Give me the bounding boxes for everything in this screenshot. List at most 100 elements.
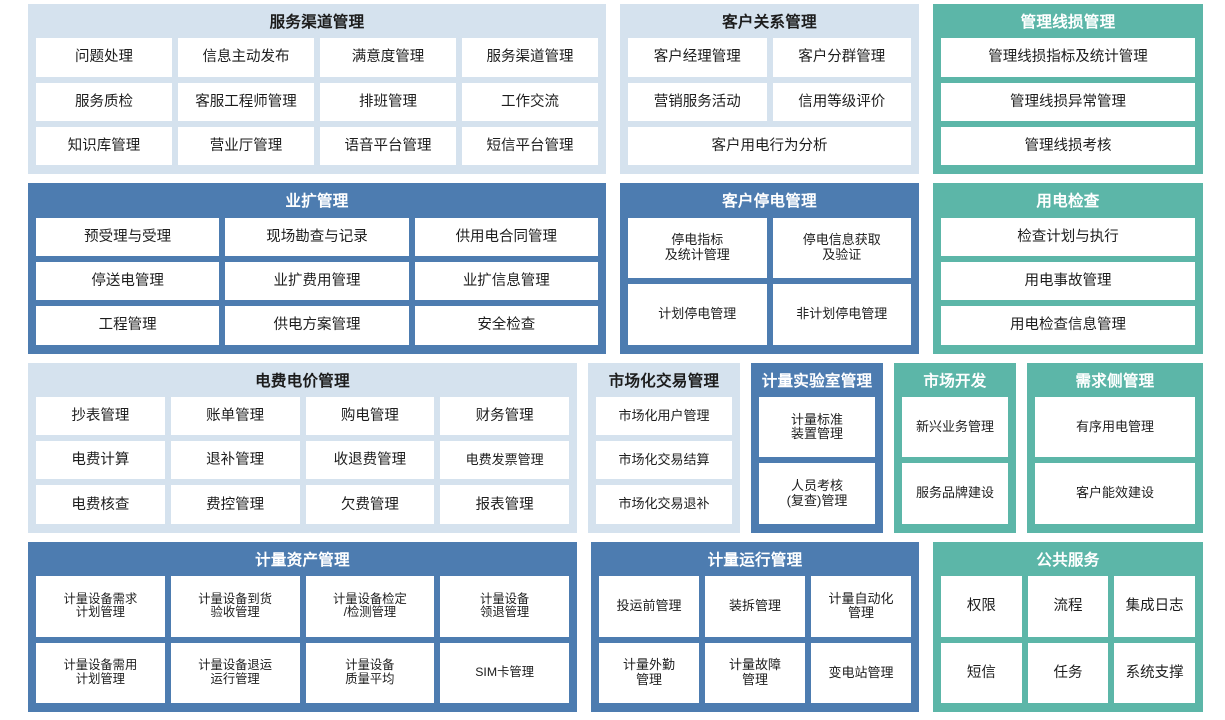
module-cell[interactable]: 有序用电管理 xyxy=(1035,396,1195,458)
panel-market-trading[interactable]: 市场化交易管理 市场化用户管理 市场化交易结算 市场化交易退补 xyxy=(588,362,740,533)
module-cell[interactable]: 用电检查信息管理 xyxy=(941,306,1195,345)
grid-row: 权限 流程 集成日志 xyxy=(941,576,1196,637)
module-cell[interactable]: 客服工程师管理 xyxy=(178,82,314,121)
module-cell[interactable]: 服务质检 xyxy=(36,82,172,121)
module-cell[interactable]: 停电信息获取 及验证 xyxy=(772,217,911,279)
panel-business-expansion[interactable]: 业扩管理 预受理与受理 现场勘查与记录 供用电合同管理 停送电管理 业扩费用管理… xyxy=(28,183,606,354)
module-cell[interactable]: 短信平台管理 xyxy=(462,126,598,166)
module-cell[interactable]: 市场化用户管理 xyxy=(596,396,732,436)
module-cell[interactable]: 计量设备 质量平均 xyxy=(305,642,435,703)
panel-customer-outage[interactable]: 客户停电管理 停电指标 及统计管理 停电信息获取 及验证 计划停电管理 非计划停… xyxy=(620,183,919,354)
module-cell[interactable]: 服务渠道管理 xyxy=(462,38,598,77)
panel-power-inspection[interactable]: 用电检查 检查计划与执行 用电事故管理 用电检查信息管理 xyxy=(933,183,1203,354)
module-cell[interactable]: 人员考核 (复查)管理 xyxy=(759,463,875,524)
module-cell[interactable]: 业扩信息管理 xyxy=(414,261,598,301)
module-cell[interactable]: 营业厅管理 xyxy=(178,126,314,166)
module-cell[interactable]: 信息主动发布 xyxy=(178,38,314,77)
module-cell[interactable]: 计量故障 管理 xyxy=(705,642,805,703)
panel-title: 计量资产管理 xyxy=(255,551,350,569)
module-cell[interactable]: 计划停电管理 xyxy=(628,284,767,345)
module-cell[interactable]: 电费发票管理 xyxy=(440,441,569,480)
panel-fee-price[interactable]: 电费电价管理 抄表管理 账单管理 购电管理 财务管理 电费计算 退补管理 收退费… xyxy=(28,362,577,533)
module-cell[interactable]: 计量设备到货 验收管理 xyxy=(170,576,300,637)
module-cell[interactable]: 计量设备检定 /检测管理 xyxy=(305,576,435,637)
module-cell[interactable]: 投运前管理 xyxy=(599,576,699,637)
module-cell[interactable]: 预受理与受理 xyxy=(36,217,220,256)
module-cell[interactable]: 工程管理 xyxy=(36,306,220,345)
module-cell[interactable]: 停送电管理 xyxy=(36,261,220,301)
module-cell[interactable]: 流程 xyxy=(1027,576,1109,637)
module-cell[interactable]: 计量自动化 管理 xyxy=(811,576,911,637)
panel-market-development[interactable]: 市场开发 新兴业务管理 服务品牌建设 xyxy=(894,362,1016,533)
module-cell[interactable]: 安全检查 xyxy=(414,306,598,345)
module-cell[interactable]: 客户分群管理 xyxy=(772,38,911,77)
grid-row: 营销服务活动 信用等级评价 xyxy=(628,82,911,121)
module-cell[interactable]: 退补管理 xyxy=(170,441,300,480)
module-cell[interactable]: 系统支撑 xyxy=(1114,642,1196,703)
grid-row: 知识库管理 营业厅管理 语音平台管理 短信平台管理 xyxy=(36,126,598,166)
module-cell[interactable]: 满意度管理 xyxy=(320,38,456,77)
module-cell[interactable]: SIM卡管理 xyxy=(440,642,569,703)
module-cell[interactable]: 计量标准 装置管理 xyxy=(759,396,875,458)
panel-demand-side[interactable]: 需求侧管理 有序用电管理 客户能效建设 xyxy=(1027,362,1203,533)
module-cell[interactable]: 检查计划与执行 xyxy=(941,217,1195,256)
panel-line-loss[interactable]: 管理线损管理 管理线损指标及统计管理 管理线损异常管理 管理线损考核 xyxy=(933,4,1203,175)
module-cell[interactable]: 工作交流 xyxy=(462,82,598,121)
module-cell[interactable]: 停电指标 及统计管理 xyxy=(628,217,767,279)
module-cell[interactable]: 问题处理 xyxy=(36,38,172,77)
module-cell[interactable]: 供用电合同管理 xyxy=(414,217,598,256)
module-cell[interactable]: 服务品牌建设 xyxy=(902,463,1008,524)
module-cell[interactable]: 知识库管理 xyxy=(36,126,172,166)
module-cell[interactable]: 营销服务活动 xyxy=(628,82,767,121)
module-cell[interactable]: 客户能效建设 xyxy=(1035,463,1195,524)
module-cell[interactable]: 客户经理管理 xyxy=(628,38,767,77)
grid-row: 计量外勤 管理 计量故障 管理 变电站管理 xyxy=(599,642,911,703)
grid-row: 抄表管理 账单管理 购电管理 财务管理 xyxy=(36,396,569,436)
module-cell[interactable]: 计量设备退运 运行管理 xyxy=(170,642,300,703)
module-cell[interactable]: 收退费管理 xyxy=(305,441,435,480)
module-cell[interactable]: 计量设备需用 计划管理 xyxy=(36,642,165,703)
module-cell[interactable]: 权限 xyxy=(941,576,1022,637)
module-cell[interactable]: 变电站管理 xyxy=(811,642,911,703)
module-cell[interactable]: 费控管理 xyxy=(170,485,300,524)
module-cell[interactable]: 欠费管理 xyxy=(305,485,435,524)
module-cell[interactable]: 业扩费用管理 xyxy=(225,261,409,301)
module-cell[interactable]: 购电管理 xyxy=(305,396,435,436)
module-cell[interactable]: 抄表管理 xyxy=(36,396,165,436)
module-cell[interactable]: 非计划停电管理 xyxy=(772,284,911,345)
module-cell[interactable]: 市场化交易退补 xyxy=(596,485,732,524)
module-cell[interactable]: 管理线损考核 xyxy=(941,126,1195,166)
module-cell[interactable]: 市场化交易结算 xyxy=(596,441,732,480)
module-cell[interactable]: 用电事故管理 xyxy=(941,261,1195,301)
module-cell[interactable]: 任务 xyxy=(1027,642,1109,703)
module-cell[interactable]: 新兴业务管理 xyxy=(902,396,1008,458)
module-cell[interactable]: 信用等级评价 xyxy=(772,82,911,121)
module-cell[interactable]: 集成日志 xyxy=(1114,576,1196,637)
module-cell[interactable]: 计量外勤 管理 xyxy=(599,642,699,703)
module-cell[interactable]: 计量设备需求 计划管理 xyxy=(36,576,165,637)
module-cell[interactable]: 计量设备 领退管理 xyxy=(440,576,569,637)
module-cell[interactable]: 短信 xyxy=(941,642,1022,703)
module-cell[interactable]: 电费计算 xyxy=(36,441,165,480)
panel-customer-relation[interactable]: 客户关系管理 客户经理管理 客户分群管理 营销服务活动 信用等级评价 客户用电行… xyxy=(620,4,919,175)
module-cell[interactable]: 电费核查 xyxy=(36,485,165,524)
module-cell[interactable]: 管理线损异常管理 xyxy=(941,82,1195,121)
panel-metering-operation[interactable]: 计量运行管理 投运前管理 装拆管理 计量自动化 管理 计量外勤 管理 计量故障 … xyxy=(591,541,919,712)
module-cell[interactable]: 排班管理 xyxy=(320,82,456,121)
module-cell[interactable]: 报表管理 xyxy=(440,485,569,524)
panel-metering-lab[interactable]: 计量实验室管理 计量标准 装置管理 人员考核 (复查)管理 xyxy=(751,362,883,533)
module-cell[interactable]: 装拆管理 xyxy=(705,576,805,637)
module-cell[interactable]: 财务管理 xyxy=(440,396,569,436)
panel-grid: 管理线损指标及统计管理 管理线损异常管理 管理线损考核 xyxy=(941,38,1195,166)
panel-service-channel[interactable]: 服务渠道管理 问题处理 信息主动发布 满意度管理 服务渠道管理 服务质检 客服工… xyxy=(28,4,606,175)
module-cell[interactable]: 账单管理 xyxy=(170,396,300,436)
grid-row: 管理线损考核 xyxy=(941,126,1195,166)
module-cell[interactable]: 客户用电行为分析 xyxy=(628,126,911,166)
panel-metering-asset[interactable]: 计量资产管理 计量设备需求 计划管理 计量设备到货 验收管理 计量设备检定 /检… xyxy=(28,541,577,712)
module-cell[interactable]: 供电方案管理 xyxy=(225,306,409,345)
module-cell[interactable]: 现场勘查与记录 xyxy=(225,217,409,256)
panel-public-service[interactable]: 公共服务 权限 流程 集成日志 短信 任务 系统支撑 xyxy=(933,541,1203,712)
module-cell[interactable]: 语音平台管理 xyxy=(320,126,456,166)
grid-row: 管理线损异常管理 xyxy=(941,82,1195,121)
module-cell[interactable]: 管理线损指标及统计管理 xyxy=(941,38,1195,77)
